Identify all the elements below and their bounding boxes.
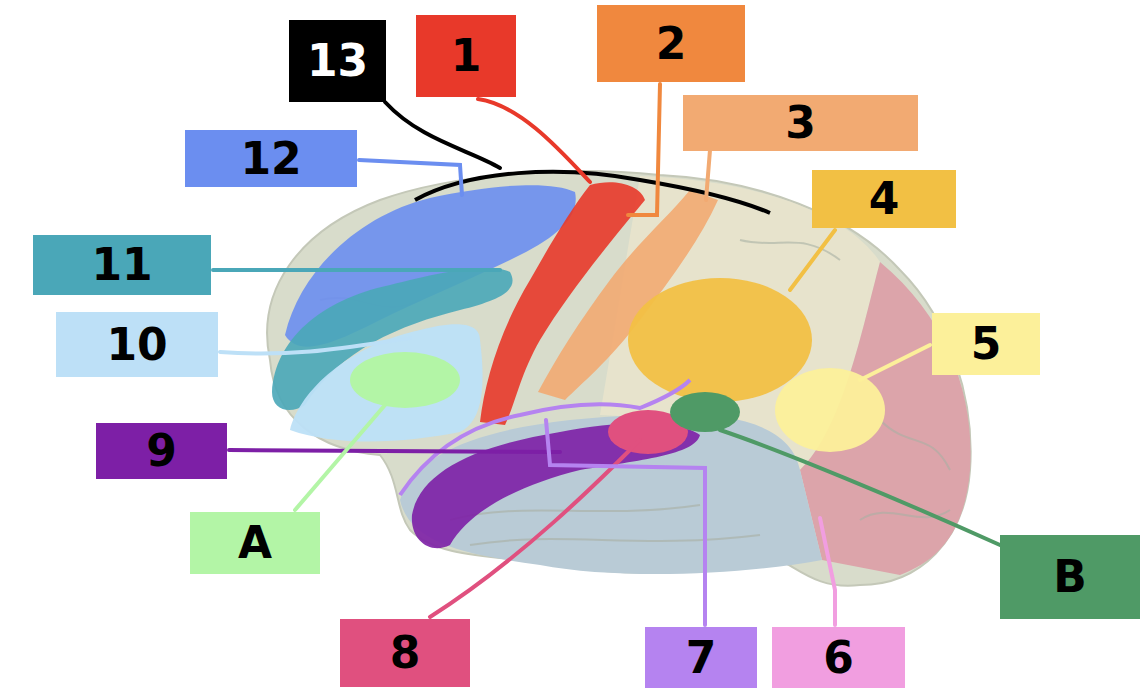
leader-line — [790, 230, 835, 290]
callout-number: 1 — [451, 34, 482, 78]
callout-box: 1 — [416, 15, 516, 97]
leader-line — [628, 84, 660, 215]
leader-line — [706, 150, 710, 200]
leader-line — [478, 99, 590, 182]
leader-line — [546, 420, 705, 625]
callout-box: 3 — [683, 95, 918, 151]
leader-line — [860, 345, 930, 380]
callout-box: 5 — [932, 313, 1040, 375]
leader-line — [213, 268, 500, 272]
leader-line — [220, 338, 410, 354]
callout-box: B — [1000, 535, 1140, 619]
callout-box: 11 — [33, 235, 211, 295]
callout-box: 4 — [812, 170, 956, 228]
callout-box: 6 — [772, 627, 905, 688]
region-4 — [628, 278, 812, 402]
region-5 — [775, 368, 885, 452]
callout-number: 13 — [307, 39, 368, 83]
region-b — [670, 392, 740, 432]
callout-number: 9 — [146, 429, 177, 473]
leader-line — [820, 518, 835, 625]
callout-box: 7 — [645, 627, 757, 688]
callout-number: 2 — [656, 22, 687, 66]
callout-box: 8 — [340, 619, 470, 687]
leader-line — [295, 405, 385, 510]
callout-number: A — [238, 521, 272, 565]
callout-number: 7 — [686, 636, 717, 680]
callout-number: 6 — [823, 636, 854, 680]
leader-line — [229, 450, 560, 452]
region-a — [350, 352, 460, 408]
callout-box: 13 — [289, 20, 386, 102]
region-13-line — [415, 172, 770, 213]
callout-number: 12 — [240, 137, 301, 181]
leader-line — [385, 102, 500, 168]
callout-box: 9 — [96, 423, 227, 479]
leader-line — [359, 160, 462, 195]
callout-number: 10 — [106, 323, 167, 367]
region-7-outline — [400, 380, 690, 495]
brain-outline — [267, 171, 970, 586]
callout-number: B — [1053, 555, 1087, 599]
callout-number: 8 — [390, 631, 421, 675]
callout-box: 12 — [185, 130, 357, 187]
callout-box: 10 — [56, 312, 218, 377]
callout-box: 2 — [597, 5, 745, 82]
callout-number: 11 — [91, 243, 152, 287]
callout-number: 3 — [785, 101, 816, 145]
leader-line — [720, 430, 1000, 545]
callout-number: 5 — [971, 322, 1002, 366]
callout-number: 4 — [869, 177, 900, 221]
callout-box: A — [190, 512, 320, 574]
